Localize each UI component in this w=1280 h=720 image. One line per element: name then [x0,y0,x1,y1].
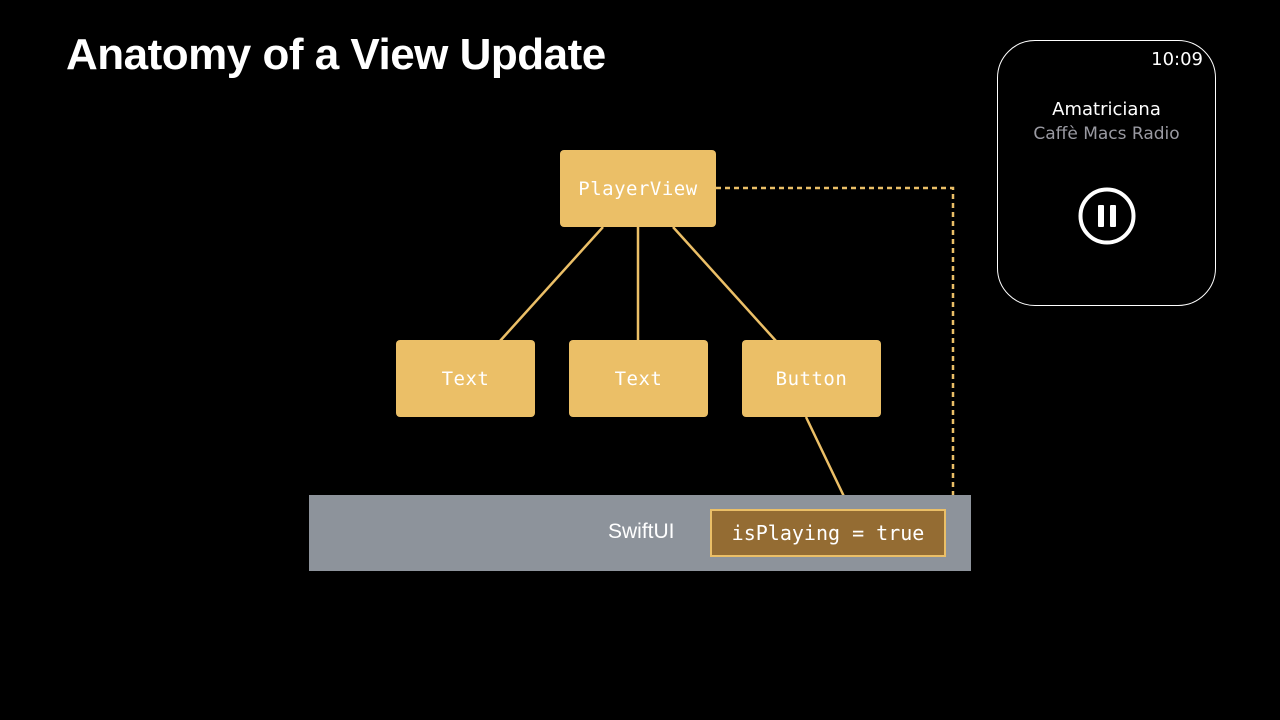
node-text-2: Text [569,340,708,417]
watch-time: 10:09 [1151,49,1203,70]
node-playerview: PlayerView [560,150,716,227]
pause-button[interactable] [1078,187,1136,245]
node-button: Button [742,340,881,417]
swiftui-label: SwiftUI [608,520,675,543]
edge-playerview-button [672,226,777,342]
edge-button-state [804,416,852,510]
node-text-1: Text [396,340,535,417]
slide-title: Anatomy of a View Update [66,30,606,79]
now-playing-station: Caffè Macs Radio [1033,124,1180,144]
pause-icon [1078,187,1136,245]
watch-screen: 10:09 Amatriciana Caffè Macs Radio [997,40,1216,306]
edge-playerview-text-1 [499,226,604,342]
now-playing-track: Amatriciana [1052,99,1161,120]
state-is-playing: isPlaying = true [710,509,946,557]
